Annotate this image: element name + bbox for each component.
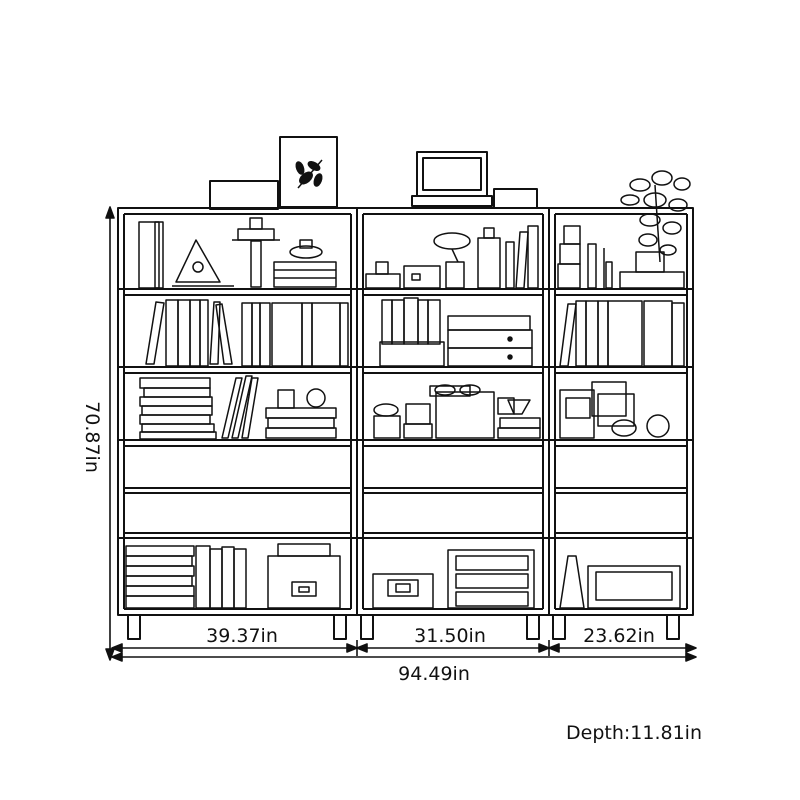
width-left-label: 39.37in [206, 625, 278, 647]
plant-icon [620, 170, 691, 263]
left-drawer-2 [123, 492, 352, 534]
leg [526, 614, 540, 640]
lamp [232, 217, 280, 288]
leg [666, 614, 680, 640]
right-drawer-2 [554, 492, 688, 534]
books-stack [273, 239, 337, 288]
bottom-left-contents [125, 543, 341, 609]
width-right-label: 23.62in [583, 625, 655, 647]
middle-cabinet-frame [356, 207, 550, 616]
bookshelf-right [548, 207, 694, 640]
book [154, 221, 164, 289]
box-on-top [209, 180, 279, 210]
right-mid-contents [559, 300, 685, 367]
middle-top-contents [365, 225, 539, 289]
leg [360, 614, 374, 640]
depth-label: Depth:11.81in [566, 722, 702, 744]
book-stack-left [139, 375, 337, 440]
right-lower-contents [559, 381, 670, 439]
book [138, 221, 160, 289]
right-drawer-1 [554, 445, 688, 489]
leg [552, 614, 566, 640]
leg [333, 614, 347, 640]
triangle-decor [172, 239, 234, 287]
width-middle-label: 31.50in [414, 625, 486, 647]
middle-drawer-2 [362, 492, 544, 534]
book-row [145, 299, 349, 367]
flower-icon [295, 159, 323, 189]
dimension-lines [105, 206, 697, 662]
bottom-middle-contents [372, 549, 535, 609]
width-total-label: 94.49in [398, 663, 470, 685]
laptop-on-top [411, 151, 493, 207]
shelf-contents [125, 217, 685, 609]
middle-lower-contents [373, 384, 541, 439]
leg [127, 614, 141, 640]
bottom-right-contents [559, 555, 681, 609]
height-label: 70.87in [81, 401, 103, 473]
right-top-contents [557, 225, 685, 289]
small-box-on-top [493, 188, 538, 209]
middle-mid-contents [379, 297, 533, 367]
middle-drawer-1 [362, 445, 544, 489]
top-decor [209, 136, 691, 263]
right-cabinet-frame [548, 207, 694, 616]
left-drawer-1 [123, 445, 352, 489]
